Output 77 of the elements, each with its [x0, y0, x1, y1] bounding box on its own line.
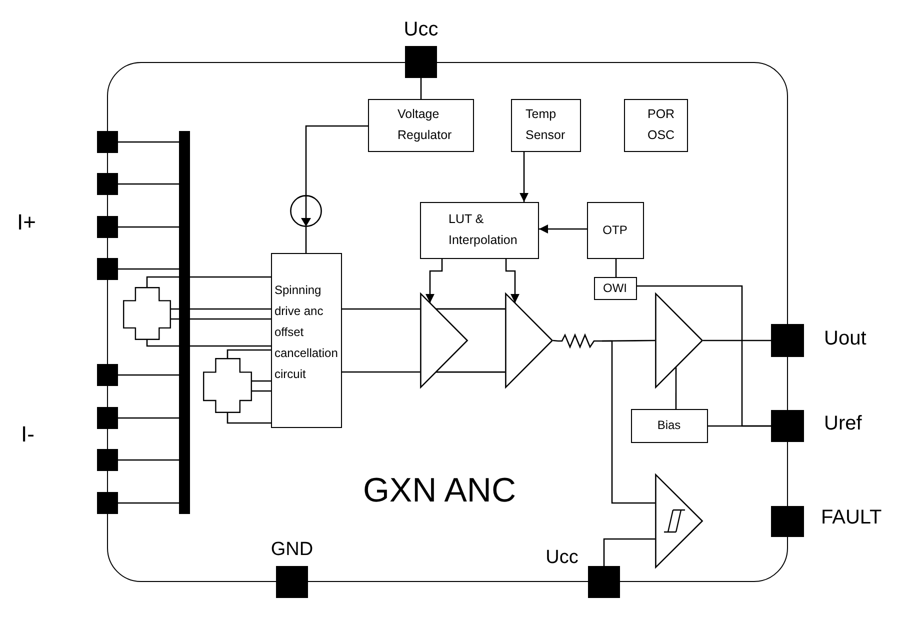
wire [226, 413, 271, 424]
pin-label: Ucc [404, 18, 438, 42]
wire [118, 183, 179, 185]
wire [342, 308, 420, 310]
wire [637, 285, 771, 427]
wire [171, 318, 271, 320]
pin-label: Uout [824, 328, 866, 350]
wire [305, 125, 368, 195]
arrow [539, 224, 587, 234]
amplifier-triangle [504, 292, 552, 388]
wire [703, 340, 771, 342]
wire [118, 459, 179, 461]
pin-pad [97, 258, 118, 280]
wire [118, 374, 179, 376]
block-box [594, 276, 636, 300]
block-box [368, 98, 474, 152]
bus-bar [178, 130, 190, 514]
amplifier-triangle [654, 292, 702, 388]
wire [146, 276, 271, 287]
block-box [270, 252, 342, 428]
wire [118, 502, 179, 504]
block-label: LUT & Interpolation [448, 211, 518, 249]
arrow [505, 259, 520, 303]
wire [146, 340, 271, 347]
hall-plate-symbol [202, 358, 252, 412]
block-label: OTP [602, 222, 628, 238]
wire [118, 226, 179, 228]
chip-outline [107, 62, 788, 582]
arrow [520, 152, 529, 202]
wire [436, 371, 505, 373]
comparator-triangle [654, 474, 702, 568]
wire [552, 340, 558, 342]
pin-pad [97, 449, 118, 471]
wire [118, 417, 179, 419]
chip-name-label: GXN ANC [362, 470, 516, 510]
pin-group-label: I+ [17, 209, 36, 235]
pin-group-label: I- [21, 421, 34, 447]
wire [252, 390, 271, 392]
block-label: Voltage Regulator [398, 106, 453, 144]
wire [171, 308, 271, 310]
block-box [630, 408, 708, 442]
pin-label: Ucc [546, 547, 578, 569]
wire [602, 340, 655, 504]
pin-pad [97, 364, 118, 386]
wire [436, 308, 505, 310]
block-label: Temp Sensor [526, 106, 566, 144]
block-box [624, 98, 688, 152]
block-label: OWI [603, 280, 627, 296]
current-source-symbol [290, 194, 322, 226]
pin-label: Uref [824, 412, 862, 436]
wire [603, 538, 655, 566]
block-label: POR OSC [648, 106, 676, 144]
block-box [586, 202, 644, 258]
wire [226, 349, 271, 358]
block-label: Spinning drive anc offset cancellation circuit [274, 282, 339, 382]
arrow [426, 259, 443, 303]
pin-pad [97, 407, 118, 429]
block-label: Bias [657, 417, 681, 434]
pin-pad [97, 492, 118, 514]
pin-pad [97, 216, 118, 238]
amplifier-triangle [420, 292, 468, 388]
wire [118, 141, 179, 143]
wire [252, 380, 271, 382]
pin-pad [97, 173, 118, 195]
wire [675, 367, 677, 409]
block-box [510, 98, 580, 152]
wire [305, 227, 307, 253]
pin-pad [97, 131, 118, 153]
wire [420, 78, 422, 99]
wire [118, 268, 179, 270]
resistor-symbol [558, 332, 602, 348]
pin-label: GND [270, 539, 314, 561]
hall-plate-symbol [122, 286, 170, 340]
wire [615, 259, 617, 277]
wire [342, 371, 420, 373]
block-box [420, 202, 538, 258]
pin-label: FAULT [821, 506, 882, 530]
